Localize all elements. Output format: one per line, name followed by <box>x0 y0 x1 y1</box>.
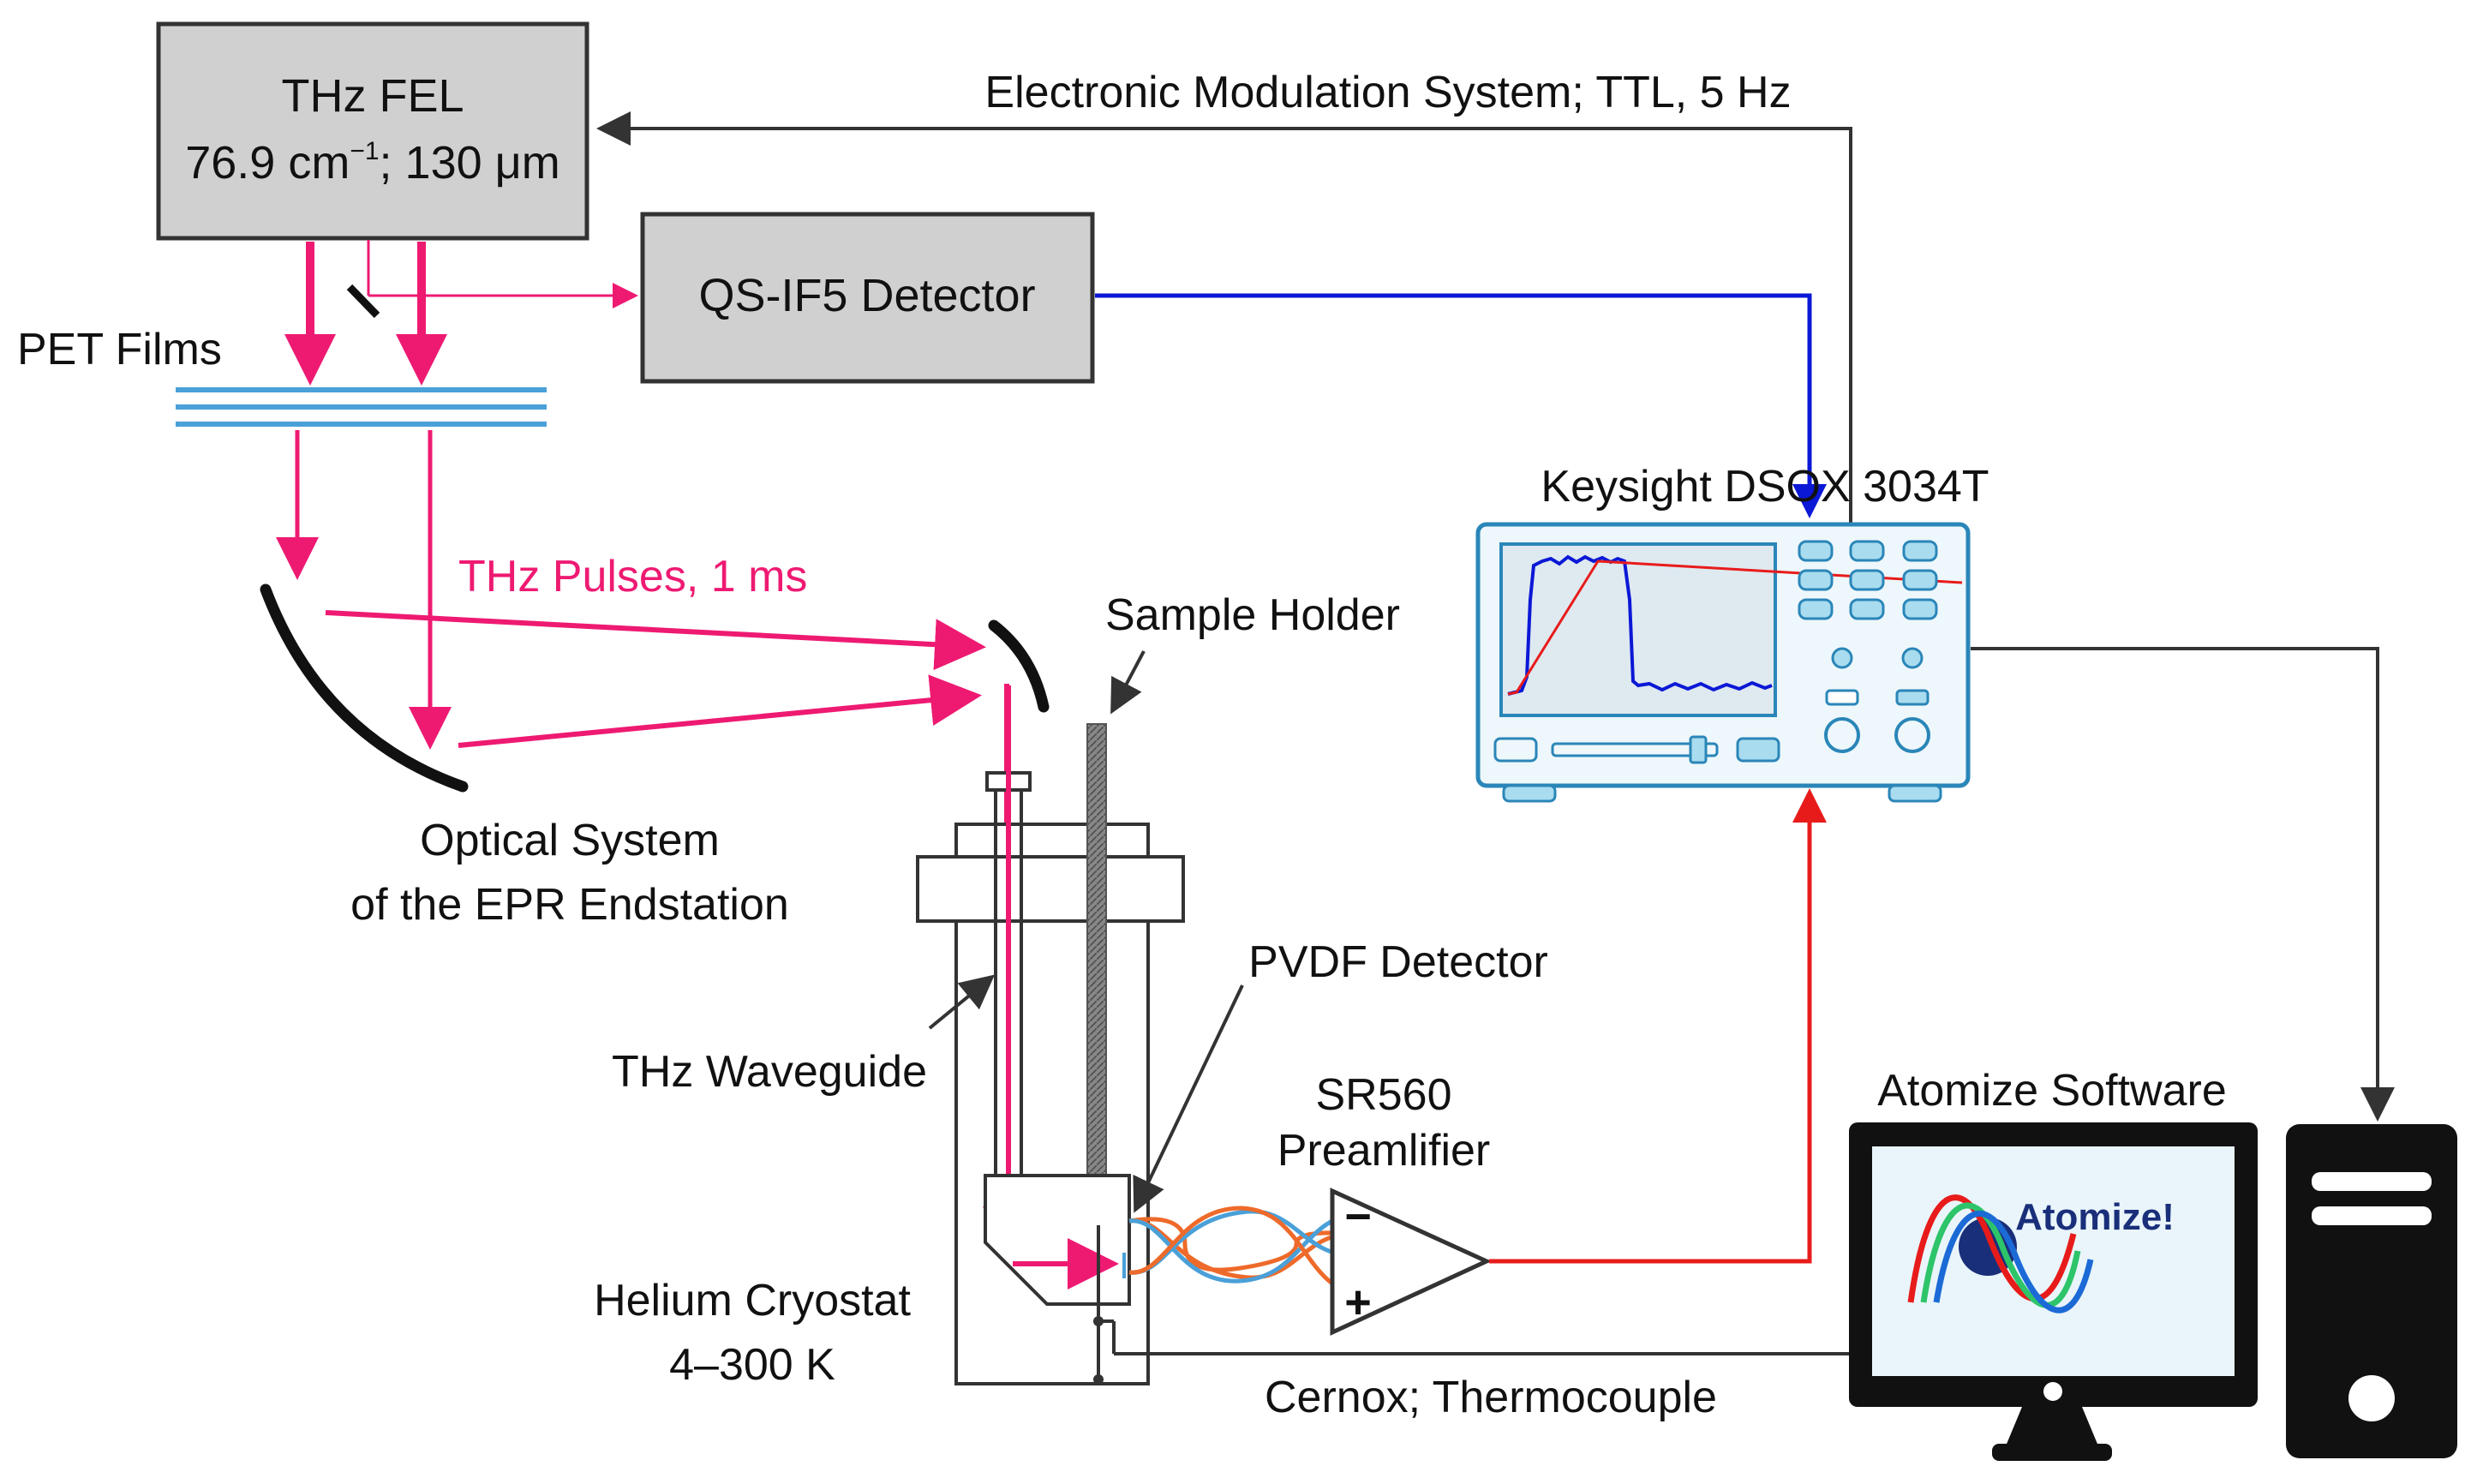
pc-tower <box>2286 1124 2457 1458</box>
thz-fel-box: THz FEL 76.9 cm−1; 130 μm <box>156 21 589 241</box>
svg-text:Optical System: Optical System <box>420 816 720 865</box>
waveguide-label: THz Waveguide <box>612 1047 927 1097</box>
preamp-signal-cable <box>1489 788 1827 1264</box>
preamp-plus: + <box>1344 1277 1372 1328</box>
scope-blue-trace <box>1507 554 1773 696</box>
preamp-minus: − <box>1344 1191 1372 1242</box>
optical-system-label: Optical System of the EPR Endstation <box>350 816 789 930</box>
scope-buttons <box>1798 540 1938 753</box>
oscilloscope: Keysight DSOX 3034T <box>1475 462 1989 803</box>
pet-films-label: PET Films <box>17 325 222 374</box>
curved-mirror-large <box>260 583 469 793</box>
pickoff-mirror <box>346 284 380 319</box>
atomize-logo: Atomize! <box>1907 1194 2175 1313</box>
pvdf-callout: PVDF Detector <box>1133 937 1548 1213</box>
waveguide-callout: THz Waveguide <box>612 974 996 1097</box>
scope-red-trace <box>1507 559 1963 696</box>
scope-to-pc-cable <box>1971 647 2395 1122</box>
modulation-label: Electronic Modulation System; TTL, 5 Hz <box>984 68 1791 117</box>
cryostat-label: Helium Cryostat 4–300 K <box>594 1276 911 1390</box>
cernox-label: Cernox; Thermocouple <box>1265 1373 1717 1422</box>
thz-pulses-label: THz Pulses, 1 ms <box>458 552 807 601</box>
curved-mirror-small <box>988 619 1050 713</box>
modulation-line: Electronic Modulation System; TTL, 5 Hz <box>596 68 1852 524</box>
pickoff-beam <box>346 240 638 319</box>
pet-films: PET Films <box>17 325 547 427</box>
svg-text:Helium Cryostat: Helium Cryostat <box>594 1276 911 1325</box>
software-label: Atomize Software <box>1877 1066 2227 1116</box>
cernox-line: Cernox; Thermocouple <box>1093 1225 1851 1422</box>
fel-title: THz FEL <box>281 70 464 122</box>
preamp-label-2: Preamlifier <box>1277 1126 1491 1176</box>
preamp-label-1: SR560 <box>1316 1070 1452 1120</box>
sr560-preamplifier: − + SR560 Preamlifier <box>1277 1070 1493 1336</box>
qs-if5-detector-box: QS-IF5 Detector <box>640 212 1095 384</box>
oscilloscope-label: Keysight DSOX 3034T <box>1541 462 1989 512</box>
sample-holder-label: Sample Holder <box>1105 590 1400 640</box>
monitor: Atomize Software Atomize! <box>1849 1066 2258 1461</box>
helium-cryostat <box>916 823 1185 1385</box>
pvdf-label: PVDF Detector <box>1248 937 1548 987</box>
qs-detector-label: QS-IF5 Detector <box>698 270 1035 321</box>
svg-text:of the EPR Endstation: of the EPR Endstation <box>350 880 789 930</box>
thz-main-beams <box>284 242 447 386</box>
sample-holder: Sample Holder <box>1086 590 1400 1226</box>
fel-parameters: 76.9 cm−1; 130 μm <box>185 137 560 188</box>
qs-signal-cable <box>1095 293 1827 518</box>
svg-text:4–300 K: 4–300 K <box>669 1340 835 1390</box>
atomize-logo-text: Atomize! <box>2015 1196 2175 1238</box>
